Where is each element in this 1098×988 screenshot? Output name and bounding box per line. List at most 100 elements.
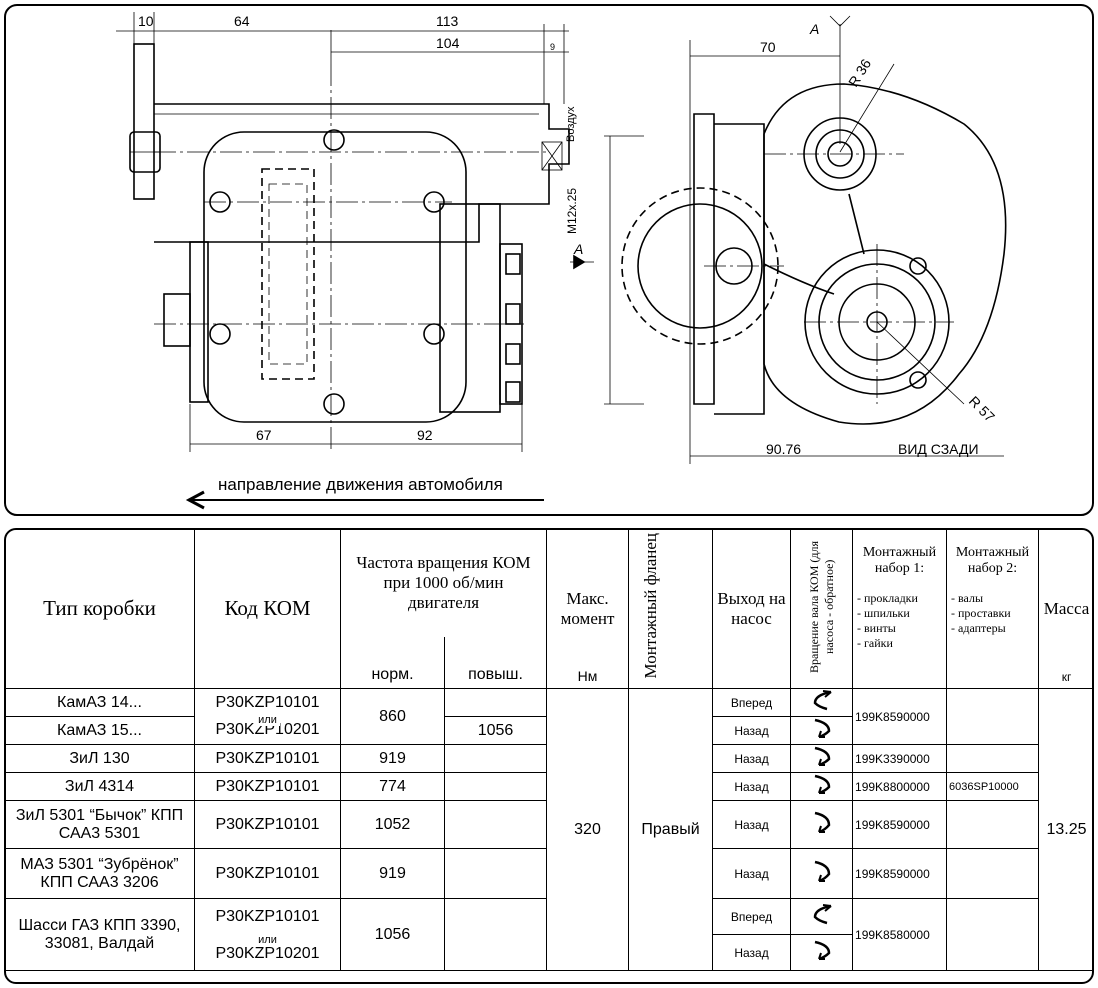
or-label: или <box>255 934 280 947</box>
section-a-label: A <box>573 241 583 257</box>
row6-kit2 <box>946 848 1040 899</box>
dim-67: 67 <box>256 427 272 443</box>
row4-code: P30KZP10101 <box>194 772 341 801</box>
row7-high <box>443 898 548 971</box>
air-label: Воздух <box>565 106 577 142</box>
spec-table-frame: Тип коробки Код КОМ Частота вращения КОМ… <box>4 528 1094 984</box>
row6-type: МАЗ 5301 “Зубрёнок” КПП САА3 3206 <box>6 848 195 899</box>
row1-rotation <box>790 688 854 717</box>
or-label: или <box>255 714 280 727</box>
spec-table: Тип коробки Код КОМ Частота вращения КОМ… <box>6 530 1092 971</box>
direction-label: направление движения автомобиля <box>218 475 503 494</box>
torque-value: 320 <box>546 688 630 971</box>
row3-rotation <box>790 744 854 773</box>
dim-113: 113 <box>436 13 459 29</box>
row4-norm: 774 <box>340 772 445 801</box>
row1-code: P30KZP10101 <box>194 688 341 717</box>
mass-value: 13.25 <box>1038 688 1092 971</box>
row1-outlet: Вперед <box>712 688 792 717</box>
row5-norm: 1052 <box>340 800 445 849</box>
row7-rotation1 <box>790 898 854 935</box>
row5-code: P30KZP10101 <box>194 800 341 849</box>
row2-rotation <box>790 716 854 745</box>
row3-kit1: 199K3390000 <box>852 744 948 773</box>
row7-kit2 <box>946 898 1040 971</box>
row2-outlet: Назад <box>712 716 792 745</box>
dim-64: 64 <box>234 13 250 29</box>
row2-high: 1056 <box>443 716 548 745</box>
rotation-cw-icon <box>814 860 830 883</box>
radius-57: R 57 <box>966 393 998 425</box>
header-speed-norm: норм. <box>340 636 445 689</box>
header-speed-high: повыш. <box>443 636 548 689</box>
row7-outlet2: Назад <box>712 934 792 971</box>
header-kit1: Монтажный набор 1: - прокладки - шпильки… <box>852 530 948 689</box>
header-speed: Частота вращения КОМ при 1000 об/мин дви… <box>339 530 548 637</box>
row6-high <box>443 848 548 899</box>
row4-high <box>443 772 548 801</box>
header-flange: Монтажный фланец <box>628 530 714 689</box>
rear-view-dims: 70 A R 36 R 57 90.76 ВИД СЗАДИ <box>760 21 998 457</box>
dim-70: 70 <box>760 39 776 55</box>
row3-code: P30KZP10101 <box>194 744 341 773</box>
dim-92: 92 <box>417 427 433 443</box>
direction-arrow: направление движения автомобиля <box>185 475 544 510</box>
side-view <box>116 12 594 452</box>
mass-unit: кг <box>1061 670 1072 684</box>
row7-outlet1: Вперед <box>712 898 792 935</box>
radius-36: R 36 <box>845 56 874 90</box>
thread-label: M12x.25 <box>565 188 579 234</box>
row6-kit1: 199K8590000 <box>852 848 948 899</box>
row4-kit2: 6036SP10000 <box>946 772 1040 801</box>
rotation-cw-icon <box>814 774 830 795</box>
rotation-cw-icon <box>814 718 830 739</box>
row1-high <box>443 688 548 717</box>
row12-norm: 860 <box>340 688 445 745</box>
rear-view-label: ВИД СЗАДИ <box>898 441 979 457</box>
row12-kit1: 199K8590000 <box>852 688 948 745</box>
section-a2-label: A <box>809 21 819 37</box>
torque-unit: Нм <box>577 668 598 684</box>
header-rotation: Вращение вала КОМ (для насоса - обратное… <box>790 530 854 689</box>
rotation-ccw-icon <box>813 904 832 925</box>
rotation-ccw-icon <box>813 690 832 711</box>
row5-kit1: 199K8590000 <box>852 800 948 849</box>
row7-type: Шасси ГАЗ КПП 3390, 33081, Валдай <box>6 898 195 971</box>
row7-code1: P30KZP10101 <box>194 898 341 935</box>
row7-rotation2 <box>790 934 854 971</box>
drawing-frame <box>4 4 1094 516</box>
header-pto-code: Код КОМ <box>194 530 341 689</box>
row4-type: ЗиЛ 4314 <box>6 772 195 801</box>
row6-code: P30KZP10101 <box>194 848 341 899</box>
row12-kit2 <box>946 688 1040 745</box>
row3-high <box>443 744 548 773</box>
row6-norm: 919 <box>340 848 445 899</box>
row5-rotation <box>790 800 854 849</box>
row4-rotation <box>790 772 854 801</box>
row1-type: КамАЗ 14... <box>6 688 195 717</box>
rotation-cw-icon <box>814 940 830 961</box>
row5-outlet: Назад <box>712 800 792 849</box>
row5-kit2 <box>946 800 1040 849</box>
rear-view <box>604 15 1007 464</box>
row2-type: КамАЗ 15... <box>6 716 195 745</box>
row3-kit2 <box>946 744 1040 773</box>
row3-norm: 919 <box>340 744 445 773</box>
rotation-cw-icon <box>814 811 830 834</box>
dim-10: 10 <box>138 13 154 29</box>
row5-high <box>443 800 548 849</box>
side-view-dims: 10 64 113 104 9 67 92 Воздух M12x.25 A <box>138 13 583 443</box>
row4-outlet: Назад <box>712 772 792 801</box>
row4-kit1: 199K8800000 <box>852 772 948 801</box>
dim-104: 104 <box>436 35 460 51</box>
row6-rotation <box>790 848 854 899</box>
technical-drawing: 10 64 113 104 9 67 92 Воздух M12x.25 A <box>4 4 1094 516</box>
row7-kit1: 199K8580000 <box>852 898 948 971</box>
dim-9: 9 <box>550 42 555 52</box>
header-outlet: Выход на насос <box>712 530 792 689</box>
row5-type: ЗиЛ 5301 “Бычок” КПП САА3 5301 <box>6 800 195 849</box>
